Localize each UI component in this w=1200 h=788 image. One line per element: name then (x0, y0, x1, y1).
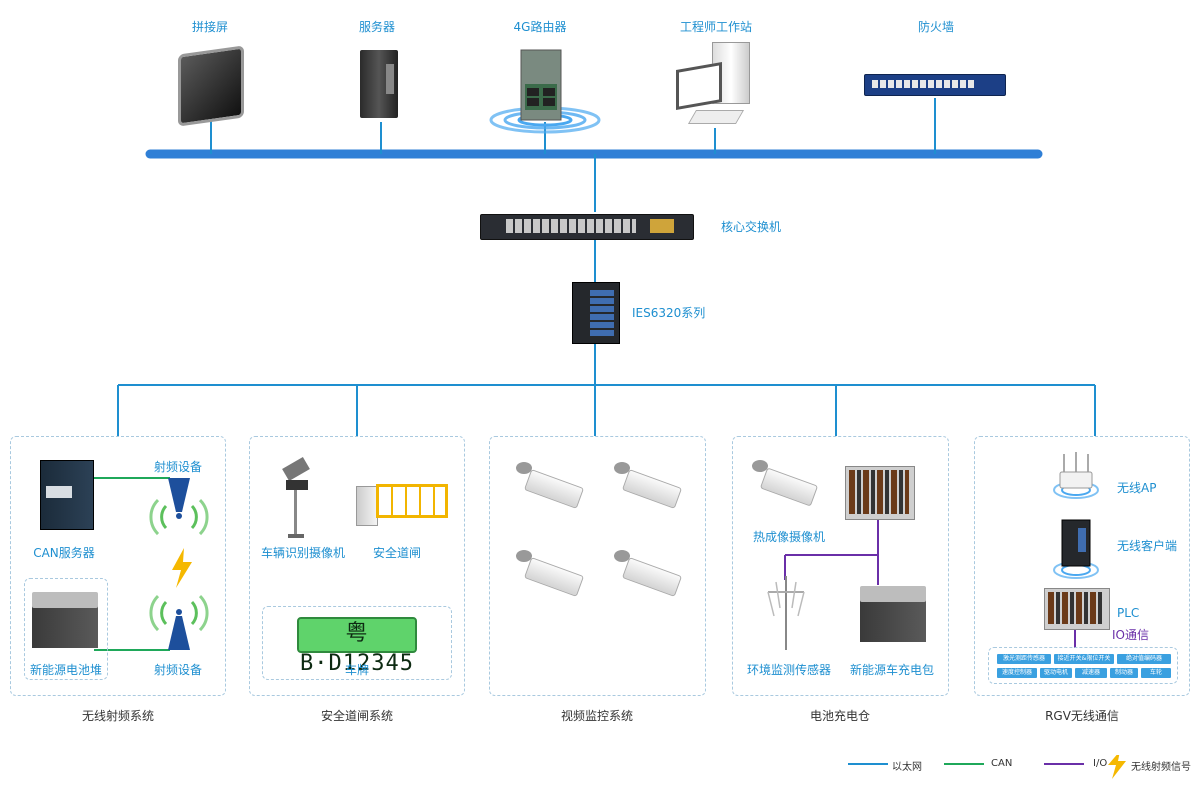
can-server-device (36, 456, 96, 532)
charging-battery-pack-label: 新能源车充电包 (849, 663, 935, 677)
license-plate-box (262, 606, 452, 680)
wireless-ap-device (1050, 450, 1102, 502)
wireless-client-label: 无线客户端 (1117, 539, 1178, 553)
rgv-io-label: IO通信 (1112, 628, 1149, 642)
rgv-plc-label: PLC (1117, 606, 1140, 620)
cctv-camera-2 (610, 460, 683, 516)
plate-camera-label: 车辆识别摄像机 (260, 546, 346, 560)
wireless-client-device (1050, 514, 1102, 582)
rgv-io-box (988, 647, 1178, 684)
panel-video-surveillance (489, 436, 706, 696)
server-device (356, 46, 406, 122)
panel-wireless-rf (10, 436, 226, 696)
battery-stack-device (30, 588, 102, 652)
cctv-camera-4 (610, 548, 683, 604)
cctv-camera-3 (512, 548, 585, 604)
legend-swatches (848, 755, 1126, 779)
server-label: 服务器 (358, 20, 396, 34)
env-sensor-device (762, 572, 810, 652)
safety-gate-label: 安全道闸 (372, 546, 422, 560)
battery-stack-box (24, 578, 108, 680)
env-sensor-label: 环境监测传感器 (746, 663, 832, 677)
core-switch-label: 核心交换机 (721, 220, 782, 234)
battery-stack-label: 新能源电池堆 (29, 663, 103, 677)
panel-caption-wireless-rf: 无线射频系统 (81, 709, 155, 723)
panel-caption-rgv: RGV无线通信 (1045, 709, 1119, 723)
rf-device-top-label: 射频设备 (153, 460, 203, 474)
panel-battery-charging (732, 436, 949, 696)
ies-switch-device (570, 278, 622, 346)
rgv-io-chip-3: 绝对值编码器 (1117, 654, 1171, 664)
workstation-label: 工程师工作站 (679, 20, 753, 34)
plate-camera-device (278, 456, 314, 540)
thermal-camera-device (748, 458, 819, 512)
firewall-device (864, 70, 1009, 98)
rgv-io-chip-8: 车轮 (1141, 668, 1171, 678)
license-plate: 粤B·D12345 (297, 617, 417, 676)
panel-rgv-wireless (974, 436, 1190, 696)
wireless-ap-label: 无线AP (1117, 481, 1157, 495)
splice-screen-device (172, 45, 244, 127)
panel-caption-video: 视频监控系统 (560, 709, 634, 723)
router-4g-label: 4G路由器 (513, 20, 567, 34)
legend-ethernet: 以太网 (892, 762, 922, 773)
rgv-io-chip-7: 制动器 (1110, 668, 1138, 678)
charging-battery-pack-device (858, 582, 930, 646)
ies-switch-label: IES6320系列 (632, 306, 706, 320)
legend-can: CAN (991, 758, 1013, 769)
legend-rf-signal: 无线射频信号 (1131, 762, 1191, 773)
cctv-camera-1 (512, 460, 585, 516)
splice-screen-label: 拼接屏 (191, 20, 229, 34)
firewall-label: 防火墙 (917, 20, 955, 34)
charging-plc-rack (845, 466, 915, 520)
rgv-io-chip-4: 速度控制器 (997, 668, 1037, 678)
rgv-io-chip-2: 接近开关&限位开关 (1054, 654, 1114, 664)
rgv-io-chip-1: 激光测距传感器 (997, 654, 1051, 664)
rf-device-bottom-label: 射频设备 (153, 663, 203, 677)
rgv-plc-device (1044, 588, 1110, 630)
panel-caption-safety-gate: 安全道闸系统 (320, 709, 394, 723)
panel-caption-battery: 电池充电仓 (809, 709, 871, 723)
panel-safety-gate (249, 436, 465, 696)
rgv-io-chip-6: 减速器 (1075, 668, 1107, 678)
legend-io: I/O (1093, 758, 1108, 769)
core-switch-device (480, 210, 695, 240)
safety-gate-device (352, 476, 452, 530)
thermal-camera-label: 热成像摄像机 (752, 530, 826, 544)
license-plate-label: 车牌 (344, 663, 370, 677)
workstation-device (672, 40, 762, 132)
rf-device-bottom-icon (148, 592, 210, 654)
router-4g-device (485, 40, 605, 135)
rgv-io-chip-5: 驱动电机 (1040, 668, 1072, 678)
rf-signal-bolt-icon (170, 548, 194, 588)
can-server-label: CAN服务器 (33, 546, 95, 560)
rf-device-top-icon (148, 478, 210, 538)
